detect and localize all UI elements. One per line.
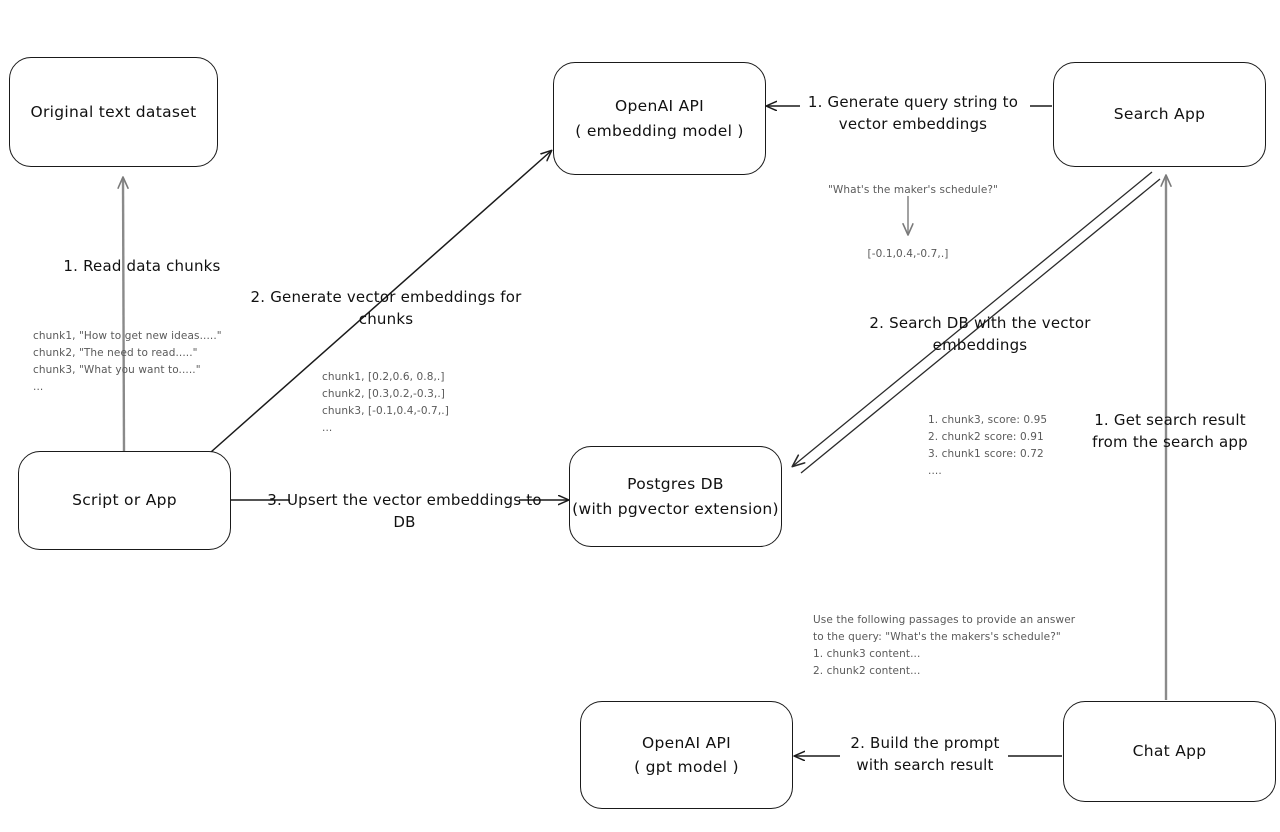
- node-label-line2: (with pgvector extension): [572, 499, 779, 518]
- note-prompt-text: Use the following passages to provide an…: [813, 614, 1076, 677]
- node-label: Chat App: [1132, 742, 1207, 761]
- node-search-app[interactable]: Search App: [1053, 62, 1266, 167]
- edge-label-build-prompt: 2. Build the prompt with search result: [843, 733, 1007, 777]
- edge-label-text-line2: embeddings: [892, 114, 988, 133]
- node-label-line1: OpenAI API: [641, 733, 732, 752]
- edge-label-generate-vector-embeddings: 2. Generate vector embeddings for chunks: [236, 287, 536, 331]
- node-label: Original text dataset: [30, 102, 197, 121]
- edge-label-text: 3. Upsert the vector embeddings to DB: [267, 491, 542, 531]
- node-label: Script or App: [72, 491, 177, 510]
- node-label-line1: Postgres DB: [627, 475, 724, 494]
- edge-label-read-data-chunks: 1. Read data chunks: [42, 256, 242, 278]
- edge-label-text: 1. Read data chunks: [63, 257, 221, 275]
- edge-label-text-line1: 1. Generate query string to vector: [807, 93, 1019, 133]
- edge-label-text-line2: search result: [893, 755, 994, 774]
- edge-label-get-search-result: 1. Get search result from the search app: [1090, 410, 1250, 454]
- edge-label-text-line1: 1. Get search result: [1094, 411, 1246, 429]
- node-label-line2: ( embedding model ): [575, 121, 744, 140]
- node-label-line2: ( gpt model ): [634, 758, 739, 776]
- edge-read-data-chunks: [123, 178, 124, 453]
- edge-label-upsert-to-db: 3. Upsert the vector embeddings to DB: [262, 490, 547, 534]
- edge-label-text: 2. Generate vector embeddings for chunks: [250, 288, 522, 328]
- edge-label-text-line1: 2. Build the prompt with: [850, 734, 1000, 774]
- note-chunk-embeddings: chunk1, [0.2,0.6, 0.8,.] chunk2, [0.3,0.…: [322, 371, 449, 434]
- node-label: Search App: [1113, 105, 1206, 124]
- node-chat-app[interactable]: Chat App: [1063, 701, 1276, 802]
- note-source-chunks: chunk1, "How to get new ideas....." chun…: [33, 330, 222, 393]
- node-openai-gpt-api[interactable]: OpenAI API ( gpt model ): [580, 701, 793, 809]
- node-script-or-app[interactable]: Script or App: [18, 451, 231, 550]
- node-original-text-dataset[interactable]: Original text dataset: [9, 57, 218, 167]
- note-query-embedding: [-0.1,0.4,-0.7,.]: [867, 248, 949, 260]
- edge-label-text: 2. Search DB with the vector embeddings: [869, 314, 1091, 354]
- edge-label-text-line2: from the search app: [1092, 432, 1248, 451]
- node-label-line1: OpenAI API: [614, 97, 705, 116]
- node-openai-embedding-api[interactable]: OpenAI API ( embedding model ): [553, 62, 766, 175]
- edge-label-search-db: 2. Search DB with the vector embeddings: [820, 313, 1140, 357]
- node-postgres-db[interactable]: Postgres DB (with pgvector extension): [569, 446, 782, 547]
- note-search-results: 1. chunk3, score: 0.95 2. chunk2 score: …: [928, 414, 1048, 477]
- edge-label-generate-query-embeddings: 1. Generate query string to vector embed…: [793, 92, 1033, 136]
- note-query-string: "What's the maker's schedule?": [828, 184, 998, 196]
